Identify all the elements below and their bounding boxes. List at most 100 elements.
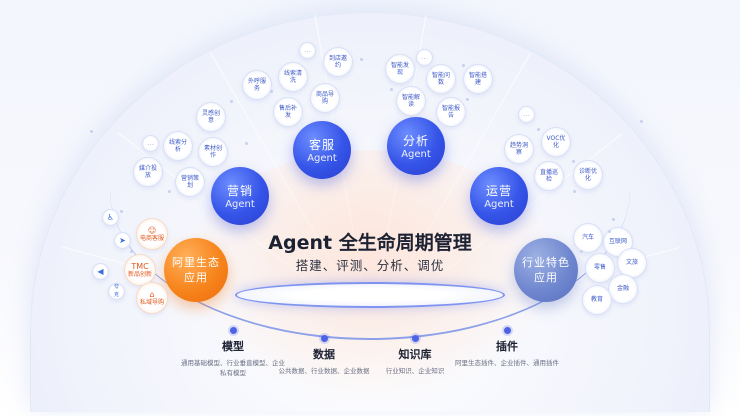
capability-bubble[interactable]: 售后补发 [273, 97, 303, 127]
bubble-label: 金融 [616, 285, 629, 293]
decor-dot [390, 88, 393, 91]
decor-dot [270, 90, 273, 93]
send-icon[interactable]: ◀ [92, 263, 109, 280]
capability-bubble[interactable]: 趋势洞察 [504, 134, 534, 164]
bubble-label: … [147, 138, 154, 147]
bubble-label: 智能问数 [431, 71, 450, 87]
capability-bubble[interactable]: 文旅 [617, 248, 647, 278]
bubble-label: 汽车 [581, 234, 594, 242]
more-bubble[interactable]: … [299, 42, 316, 59]
foundation-arc [110, 190, 630, 340]
diagram-title: Agent 全生命周期管理 [268, 232, 472, 254]
arrow-icon[interactable]: ➤ [114, 232, 131, 249]
pillar-title: 插件 [496, 340, 518, 353]
decor-dot [640, 120, 643, 123]
platform-ring [235, 282, 505, 308]
pillar-1: 数据公共数据、行业数据、企业数据 [254, 346, 394, 376]
app-industry[interactable]: 行业特色应用 [514, 238, 578, 302]
agent-operations[interactable]: 运营 Agent [470, 167, 528, 225]
capability-bubble[interactable]: 商品导购 [310, 83, 340, 113]
capability-bubble[interactable]: 线索清洗 [278, 62, 308, 92]
agent-name: 分析 [402, 134, 429, 148]
capability-bubble[interactable]: 媒介投放 [133, 157, 163, 187]
more-bubble[interactable]: … [518, 106, 535, 123]
decor-dot [462, 64, 465, 67]
capability-bubble[interactable]: 直播巡检 [534, 161, 564, 191]
pillar-title: 数据 [313, 348, 335, 361]
agent-name: 运营 [485, 184, 512, 198]
bubble-label: 到店邀约 [328, 54, 347, 70]
agent-name: 客服 [308, 138, 335, 152]
alibaba-bubble[interactable]: ☺电商客服 [136, 218, 168, 250]
app-name: 阿里生态应用 [172, 256, 220, 284]
decor-dot [245, 142, 248, 145]
capability-bubble[interactable]: 智能问数 [426, 64, 456, 94]
home-icon: ⌂ [149, 289, 155, 299]
bubble-label: 文旅 [625, 259, 638, 267]
agent-suffix: Agent [401, 149, 431, 160]
bubble-label: 新品创新 [128, 270, 153, 278]
decor-dot [120, 210, 123, 213]
more-bubble[interactable]: … [142, 135, 159, 152]
decor-dot [572, 160, 575, 163]
capability-bubble[interactable]: 教育 [582, 285, 612, 315]
bubble-label: 智能报告 [441, 104, 460, 120]
bubble-label: 售后补发 [278, 104, 297, 120]
tmall-icon: TMC [131, 261, 149, 271]
bubble-label: 媒介投放 [138, 164, 157, 180]
pillar-dot [230, 327, 237, 334]
decor-dot [573, 190, 576, 193]
capability-bubble[interactable]: 灵感创意 [196, 102, 226, 132]
agent-name: 营销 [226, 184, 253, 198]
capability-bubble[interactable]: 零售 [585, 253, 615, 283]
pillar-dot [321, 335, 328, 342]
capability-bubble[interactable]: VOC优化 [541, 127, 571, 157]
bubble-label: 趋势洞察 [509, 141, 528, 157]
pillar-dot [412, 335, 419, 342]
bubble-label: 线索分析 [168, 138, 187, 154]
capability-bubble[interactable]: 智能发现 [385, 54, 415, 84]
decor-dot [90, 130, 93, 133]
agent-suffix: Agent [484, 199, 514, 210]
bubble-label: 素材创作 [203, 144, 222, 160]
capability-bubble[interactable]: 素材创作 [198, 137, 228, 167]
bubble-label: 诊断优化 [578, 167, 597, 183]
bubble-label: 线索清洗 [283, 69, 302, 85]
alibaba-bubble[interactable]: ⌂私域导购 [136, 282, 168, 314]
capability-bubble[interactable]: 营销策划 [175, 167, 205, 197]
bubble-label: … [421, 52, 428, 61]
capability-bubble[interactable]: 智能搭建 [463, 64, 493, 94]
decor-dot [466, 98, 469, 101]
pillar-desc: 通用基础模型、行业垂直模型、企业私有模型 [181, 359, 285, 377]
pillar-title: 知识库 [398, 348, 432, 361]
decor-dot [130, 250, 133, 253]
pillar-title: 模型 [222, 340, 244, 353]
decor-dot [360, 58, 363, 61]
capability-bubble[interactable]: 智能报告 [436, 97, 466, 127]
capability-bubble[interactable]: 诊断优化 [573, 160, 603, 190]
bubble-label: 智能解读 [401, 93, 420, 109]
capability-bubble[interactable]: 汽车 [573, 223, 603, 253]
diagram-subtitle: 搭建、评测、分析、调优 [295, 258, 445, 273]
quark-icon[interactable]: 夸克 [108, 283, 125, 300]
capability-bubble[interactable]: 线索分析 [163, 131, 193, 161]
pillar-0: 模型通用基础模型、行业垂直模型、企业私有模型 [163, 338, 303, 378]
bubble-label: 教育 [590, 296, 603, 304]
decor-dot [580, 250, 583, 253]
pillar-2: 知识库行业知识、企业知识 [345, 346, 485, 376]
capability-bubble[interactable]: 到店邀约 [323, 47, 353, 77]
capability-bubble[interactable]: 智能解读 [396, 86, 426, 116]
bubble-label: 电商客服 [140, 234, 165, 242]
more-bubble[interactable]: … [416, 49, 433, 66]
agent-analysis[interactable]: 分析 Agent [387, 117, 445, 175]
agent-suffix: Agent [225, 199, 255, 210]
capability-bubble[interactable]: 外呼服务 [242, 70, 272, 100]
app-alibaba-ecosystem[interactable]: 阿里生态应用 [164, 238, 228, 302]
accessibility-icon[interactable]: ♿ [102, 209, 119, 226]
agent-marketing[interactable]: 营销 Agent [211, 167, 269, 225]
bubble-label: 智能搭建 [468, 71, 487, 87]
capability-bubble[interactable]: 金融 [608, 274, 638, 304]
agent-service[interactable]: 客服 Agent [293, 121, 351, 179]
bubble-label: 营销策划 [180, 174, 199, 190]
